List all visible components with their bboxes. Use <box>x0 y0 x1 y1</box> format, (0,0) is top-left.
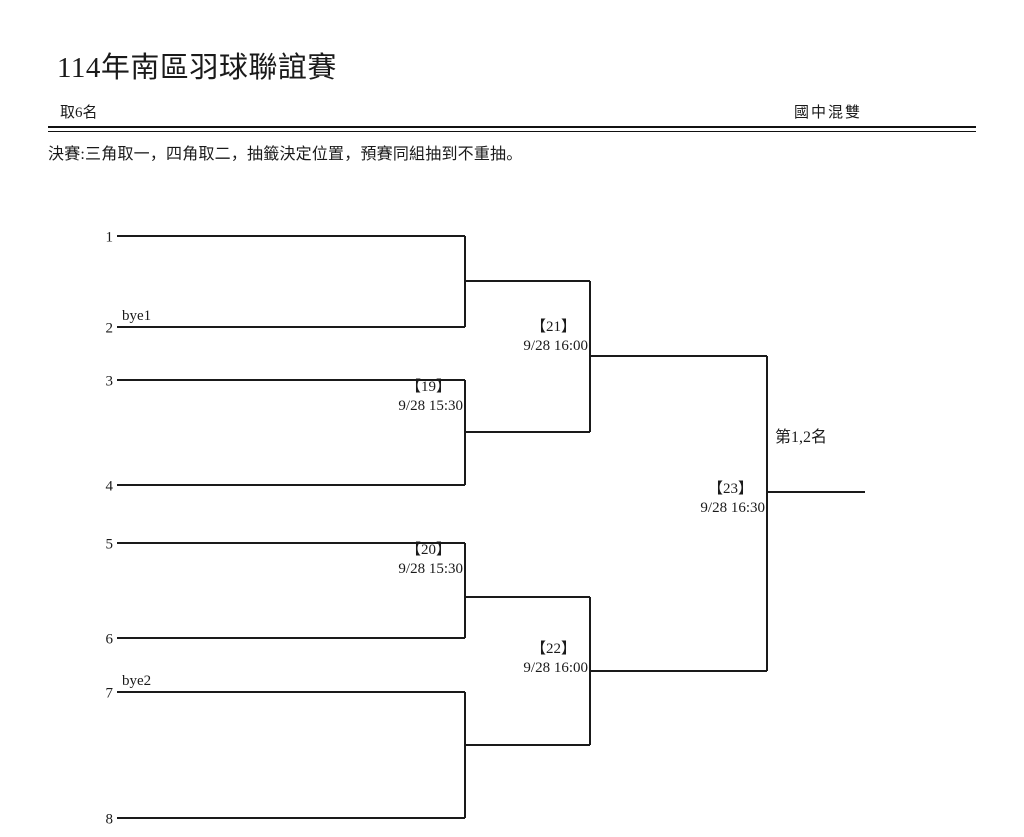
seed-number-1: 1 <box>105 229 114 246</box>
qualify-count-label: 取6名 <box>60 105 98 121</box>
match-time-20: 9/28 15:30 <box>398 560 463 577</box>
match-code-22: 【22】 <box>530 641 576 657</box>
category-label: 國中混雙 <box>793 105 862 121</box>
match-time-22: 9/28 16:00 <box>523 659 588 676</box>
header-divider-thick <box>48 126 976 128</box>
seed-number-7: 7 <box>105 685 114 702</box>
seed-entry-2: bye1 <box>122 308 152 324</box>
match-code-20: 【20】 <box>405 542 451 558</box>
match-code-23: 【23】 <box>707 481 753 497</box>
seed-number-2: 2 <box>105 320 114 337</box>
match-label-21: 【21】 9/28 16:00 <box>523 318 590 356</box>
header-divider-thin <box>48 131 976 132</box>
seed-number-4: 4 <box>105 478 114 495</box>
match-label-19: 【19】 9/28 15:30 <box>398 378 465 416</box>
final-rank-label: 第1,2名 <box>775 429 828 446</box>
match-time-23: 9/28 16:30 <box>700 499 765 516</box>
match-time-21: 9/28 16:00 <box>523 337 588 354</box>
seed-number-6: 6 <box>105 631 114 648</box>
match-label-23: 【23】 9/28 16:30 <box>700 480 767 518</box>
match-code-21: 【21】 <box>530 319 576 335</box>
page-title: 114年南區羽球聯誼賽 <box>57 52 337 84</box>
rules-note: 決賽:三角取一，四角取二，抽籤決定位置，預賽同組抽到不重抽。 <box>48 146 523 163</box>
seed-number-5: 5 <box>105 536 114 553</box>
match-label-22: 【22】 9/28 16:00 <box>523 640 590 678</box>
seed-number-3: 3 <box>105 373 114 390</box>
match-label-20: 【20】 9/28 15:30 <box>398 541 465 579</box>
seed-entry-7: bye2 <box>122 673 152 689</box>
seed-number-8: 8 <box>105 811 114 828</box>
match-time-19: 9/28 15:30 <box>398 397 463 414</box>
match-code-19: 【19】 <box>405 379 451 395</box>
